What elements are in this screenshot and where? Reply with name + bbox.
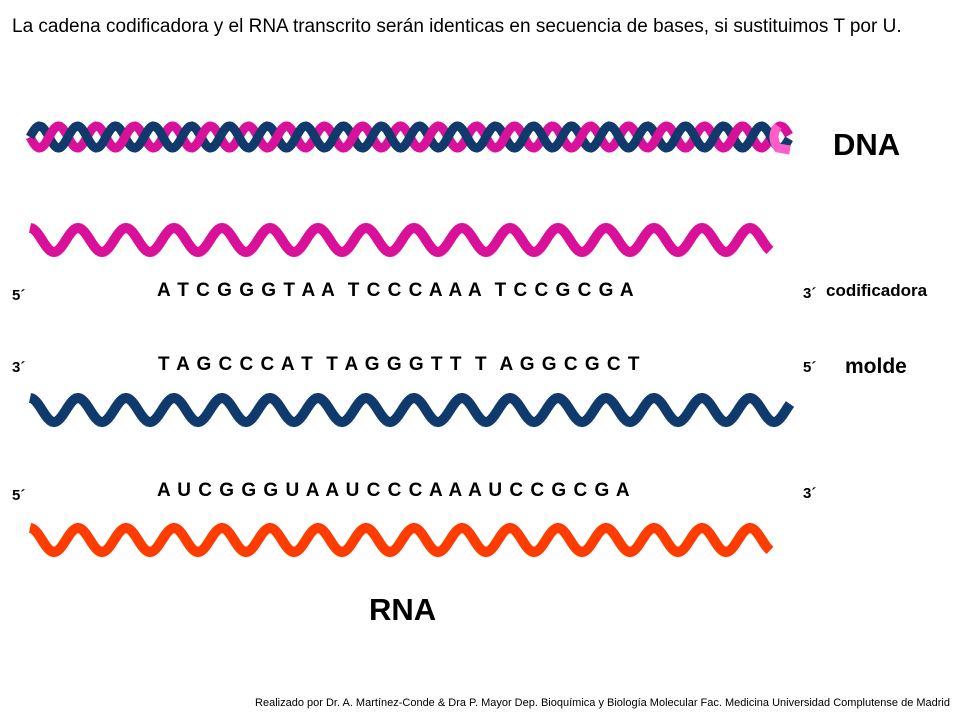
template-sequence: T A G C C C A T T A G G G T T T A G G C … — [158, 354, 641, 375]
helix-strand-navy — [26, 121, 793, 153]
dna-label: DNA — [833, 127, 901, 162]
credit-footer: Realizado por Dr. A. Martínez-Conde & Dr… — [255, 697, 950, 709]
template-3prime-label: 3´ — [12, 359, 26, 376]
coding-strand-wave — [29, 222, 774, 258]
coding-strand-label: codificadora — [826, 281, 928, 300]
coding-3prime-label: 3´ — [803, 285, 817, 302]
rna-label: RNA — [369, 592, 437, 627]
rna-strand-wave — [29, 522, 774, 558]
template-strand-label: molde — [845, 355, 907, 378]
template-strand-wave — [29, 392, 795, 428]
helix-strand-magenta-crossings — [39, 124, 743, 150]
coding-5prime-label: 5´ — [12, 287, 26, 304]
template-5prime-label: 5´ — [803, 359, 817, 376]
rna-5prime-label: 5´ — [12, 487, 26, 504]
rna-3prime-label: 3´ — [803, 485, 817, 502]
helix-strand-end — [769, 123, 791, 155]
rna-sequence: A U C G G G U A A U C C C A A A U C C G … — [157, 480, 631, 501]
coding-sequence: A T C G G G T A A T C C C A A A T C C G … — [157, 280, 635, 301]
intro-text: La cadena codificadora y el RNA transcri… — [12, 16, 902, 37]
dna-double-helix — [26, 121, 793, 155]
